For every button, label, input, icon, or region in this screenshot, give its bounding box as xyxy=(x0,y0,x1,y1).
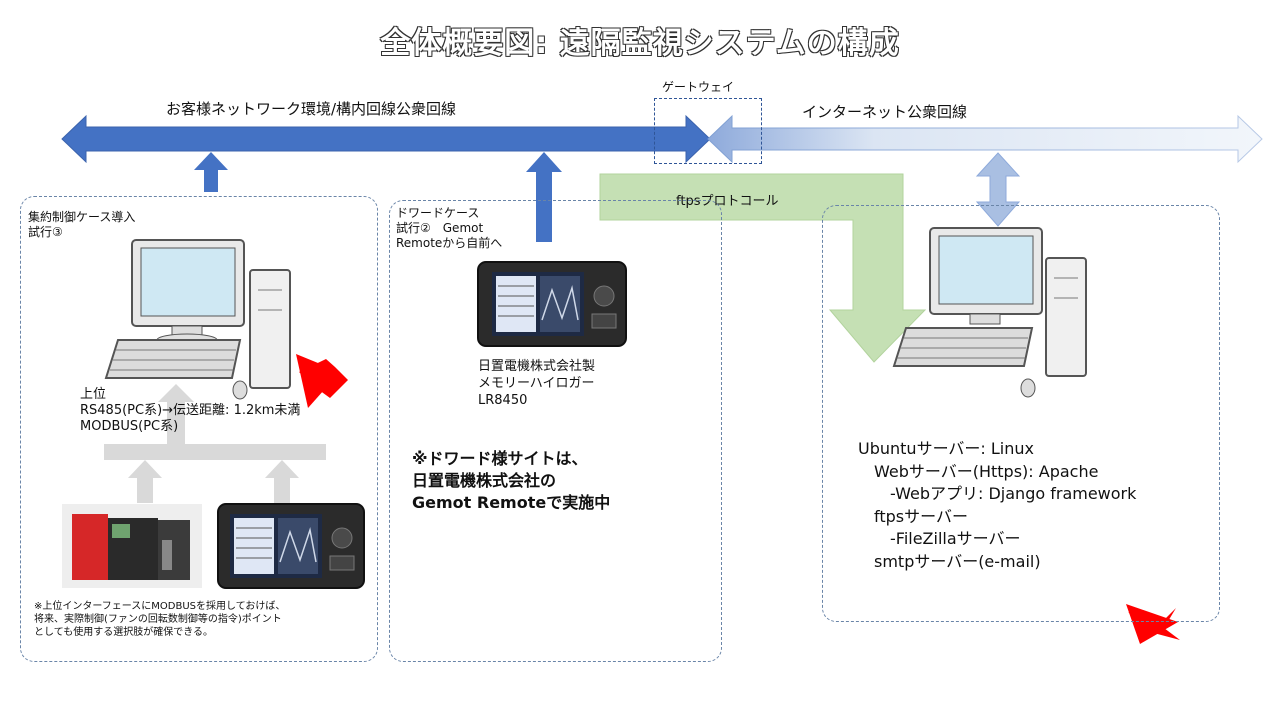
red-arrow-right-head xyxy=(1126,604,1178,644)
ftps-protocol-label: ftpsプロトコール xyxy=(676,194,779,209)
up-arrow-logger xyxy=(265,460,299,503)
panel-left-header: 集約制御ケース導入 試行③ xyxy=(28,210,136,239)
panel-left-spec: 上位 RS485(PC系)→伝送距離: 1.2km未満 MODBUS(PC系) xyxy=(80,387,301,434)
panel-middle-note: ※ドワード様サイトは、 日置電機株式会社の Gemot Remoteで実施中 xyxy=(412,449,611,512)
panel-left-note: ※上位インターフェースにMODBUSを採用しておけば、 将来、実際制御(ファンの… xyxy=(34,601,286,638)
diagram-title: 全体概要図: 遠隔監視システムの構成 xyxy=(380,26,900,61)
panel-middle-header: ドワードケース 試行② Gemot Remoteから自前へ xyxy=(396,206,503,250)
server-description: Ubuntuサーバー: Linux Webサーバー(Https): Apache… xyxy=(858,439,1137,571)
gateway-label: ゲートウェイ xyxy=(662,80,735,94)
red-arrow-right xyxy=(1128,608,1180,640)
ftps-protocol-arrow xyxy=(599,173,927,363)
memory-hilogger-left xyxy=(217,503,365,589)
panel-middle-device: 日置電機株式会社製 メモリーハイロガー LR8450 xyxy=(478,359,596,408)
red-arrow-left-head xyxy=(296,354,340,408)
plc-unit-image xyxy=(62,504,202,588)
aggregation-stem-head xyxy=(158,384,194,402)
server-pc xyxy=(892,227,1087,398)
server-double-arrow xyxy=(975,152,1021,227)
customer-network-arrow xyxy=(61,114,711,164)
panel-dward-case xyxy=(389,200,722,662)
panel-server xyxy=(822,205,1220,622)
aggregation-bar xyxy=(104,444,326,460)
memory-hilogger-middle xyxy=(477,261,627,347)
up-arrow-left-panel xyxy=(194,152,228,192)
aggregation-stem xyxy=(167,400,185,444)
pc-monitor-left xyxy=(104,239,291,400)
up-arrow-middle-panel xyxy=(526,152,562,242)
internet-line-arrow xyxy=(707,114,1263,164)
panel-centralized-control xyxy=(20,196,378,662)
up-arrow-plc xyxy=(128,460,162,503)
internet-line-label: インターネット公衆回線 xyxy=(802,103,968,121)
gateway-box xyxy=(654,98,762,164)
customer-network-label: お客様ネットワーク環境/構内回線公衆回線 xyxy=(166,100,457,118)
